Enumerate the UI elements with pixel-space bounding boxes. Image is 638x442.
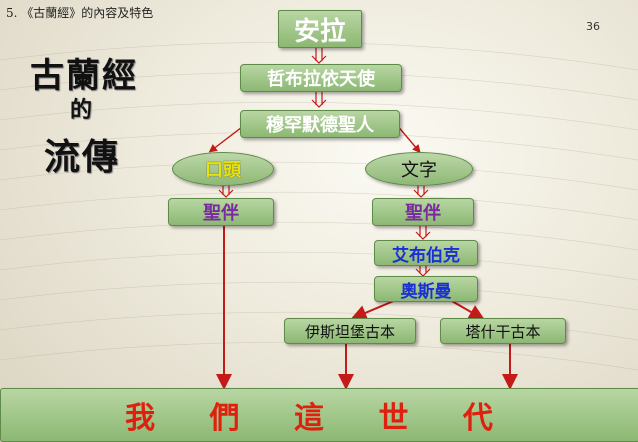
gabriel-box: 哲布拉依天使 — [240, 64, 402, 92]
companions-oral-box: 聖伴 — [168, 198, 274, 226]
istanbul-copy-box: 伊斯坦堡古本 — [284, 318, 416, 344]
our-generation-box: 我 們 這 世 代 — [0, 388, 638, 442]
hollow-arrow-3 — [218, 185, 234, 198]
hollow-arrow-5 — [415, 225, 431, 240]
hollow-arrow-4 — [413, 185, 429, 198]
hollow-arrow-1 — [311, 47, 327, 64]
companions-written-box: 聖伴 — [372, 198, 474, 226]
muhammad-box: 穆罕默德聖人 — [240, 110, 400, 138]
hollow-arrow-2 — [311, 91, 327, 108]
arrow-to-tashkent — [449, 299, 485, 320]
side-title-line3: 流傳 — [44, 136, 121, 178]
hollow-arrow-6 — [415, 265, 431, 277]
page-number: 36 — [586, 20, 600, 33]
slide-header: 5. 《古蘭經》的內容及特色 — [6, 6, 154, 20]
allah-box: 安拉 — [278, 10, 362, 48]
tashkent-copy-box: 塔什干古本 — [440, 318, 566, 344]
side-title-line2: 的 — [70, 97, 93, 123]
abubakr-box: 艾布伯克 — [374, 240, 478, 266]
arrow-to-istanbul — [350, 299, 397, 321]
written-branch-oval: 文字 — [365, 152, 473, 186]
oral-branch-oval: 口頭 — [172, 152, 274, 186]
uthman-box: 奧斯曼 — [374, 276, 478, 302]
side-title-line1: 古蘭經 — [30, 56, 138, 96]
